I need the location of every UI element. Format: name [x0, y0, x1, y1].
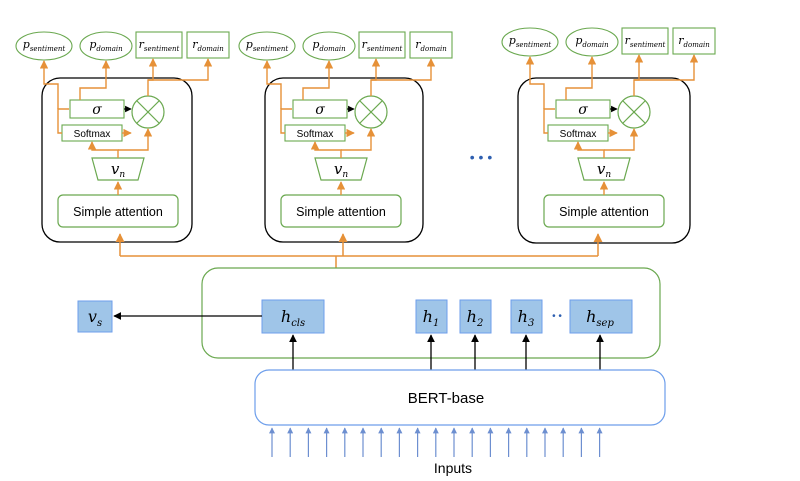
arrow-vn-to-softmax [310, 141, 342, 158]
output-r-sentiment-node [135, 31, 183, 59]
arrow-to-p-sentiment [262, 60, 282, 109]
h-1-box [415, 299, 448, 334]
simple-attention-label: Simple attention [73, 205, 163, 219]
h-sep-label: hsep [586, 307, 614, 329]
arrow-to-r-domain [634, 54, 699, 81]
multiply-cross [359, 100, 383, 124]
arrow-to-r-domain [371, 58, 436, 81]
arrow-to-sigma [543, 108, 555, 134]
output-p-sentiment-node [15, 31, 73, 61]
vn-label: vn [334, 160, 348, 180]
arrow-vn-to-multiply [341, 128, 376, 151]
arrow-to-sigma [280, 108, 292, 134]
vs-box [77, 300, 113, 333]
encoder-arrows [113, 312, 604, 370]
output-p-domain-node [302, 31, 356, 61]
h-1-label: h1 [423, 307, 440, 329]
arrow-to-p-sentiment [525, 56, 545, 109]
output-p-domain-label: pdomain [312, 38, 346, 53]
sigma-label: σ [315, 102, 325, 118]
module-frame [517, 77, 691, 244]
output-r-domain-label: rdomain [415, 38, 447, 53]
bert-base-label: BERT-base [408, 390, 484, 407]
arrow-vn-to-softmax [573, 141, 605, 158]
vn-projection-box [577, 157, 631, 181]
input-arrows [269, 427, 603, 457]
h-2-box [459, 299, 492, 334]
arrow-to-p-domain [79, 60, 111, 100]
inputs-label: Inputs [434, 460, 472, 476]
simple-attention-label: Simple attention [296, 205, 386, 219]
vs-label: vs [88, 307, 102, 329]
output-p-sentiment-node [501, 27, 559, 57]
bert-base-box [254, 369, 666, 426]
encoder-to-modules-connectors [115, 233, 603, 268]
h-3-label: h3 [518, 307, 535, 329]
sigma-label: σ [92, 102, 102, 118]
attention-module-3: Simple attention vn Softmax σ psentiment pdom… [501, 27, 716, 244]
output-p-sentiment-label: psentiment [509, 34, 552, 49]
output-r-domain-label: rdomain [678, 34, 710, 49]
output-p-domain-label: pdomain [89, 38, 123, 53]
arrow-vn-to-multiply [604, 128, 639, 151]
output-p-sentiment-label: psentiment [23, 38, 66, 53]
output-r-domain-node [186, 31, 230, 59]
arrow-to-r-sentiment [633, 54, 644, 96]
output-r-sentiment-label: rsentiment [625, 34, 666, 49]
vn-label: vn [597, 160, 611, 180]
softmax-label: Softmax [74, 129, 111, 140]
output-p-domain-node [79, 31, 133, 61]
output-r-domain-node [409, 31, 453, 59]
multiply-cross [136, 100, 160, 124]
output-r-sentiment-label: rsentiment [362, 38, 403, 53]
softmax-label: Softmax [560, 129, 597, 140]
h-3-box [510, 299, 543, 334]
arrow-to-p-sentiment [39, 60, 59, 109]
vn-projection-box [314, 157, 368, 181]
arrow-vn-to-multiply [118, 128, 153, 151]
output-p-domain-node [565, 27, 619, 57]
h-cls-label: hcls [281, 307, 305, 329]
multiply-cross [622, 100, 646, 124]
output-r-domain-node [672, 27, 716, 55]
vn-projection-box [91, 157, 145, 181]
attention-module-1: Simple attention vn Softmax σ psentiment pdom… [15, 31, 230, 243]
output-r-sentiment-label: rsentiment [139, 38, 180, 53]
output-p-sentiment-label: psentiment [246, 38, 289, 53]
sigma-label: σ [578, 102, 588, 118]
arrow-to-sigma [57, 108, 69, 134]
arrow-to-p-domain [302, 60, 334, 100]
h-sep-box [569, 299, 633, 334]
output-r-domain-label: rdomain [192, 38, 224, 53]
arrow-vn-to-softmax [87, 141, 119, 158]
h-2-label: h2 [467, 307, 484, 329]
output-r-sentiment-node [621, 27, 669, 55]
arrow-to-p-domain [565, 56, 597, 100]
tokens-ellipsis: • • [552, 311, 562, 322]
vn-label: vn [111, 160, 125, 180]
softmax-label: Softmax [297, 129, 334, 140]
simple-attention-label: Simple attention [559, 205, 649, 219]
arrow-to-r-domain [148, 58, 213, 81]
output-p-sentiment-node [238, 31, 296, 61]
modules-ellipsis: • • • [470, 149, 493, 165]
attention-module-2: Simple attention vn Softmax σ psentiment pdom… [238, 31, 453, 243]
output-r-sentiment-node [358, 31, 406, 59]
output-p-domain-label: pdomain [575, 34, 609, 49]
